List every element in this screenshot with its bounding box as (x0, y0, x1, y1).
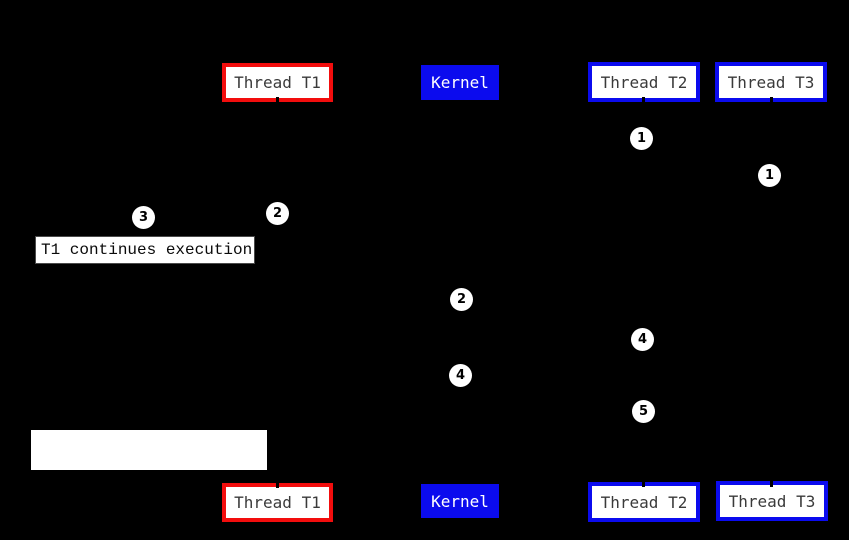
lifeline-stub-t3-top (770, 97, 773, 103)
thread-t3-box-top: Thread T3 (715, 62, 827, 102)
note-t1-continues-execution: T1 continues execution (35, 236, 255, 264)
thread-t3-label-bottom: Thread T3 (728, 491, 816, 511)
kernel-box-bottom: Kernel (421, 484, 499, 518)
kernel-label-top: Kernel (431, 73, 489, 92)
blank-label-box (31, 430, 267, 470)
marker-2-kernel-column: 2 (450, 288, 473, 311)
thread-t2-label-top: Thread T2 (600, 72, 688, 92)
thread-t1-box-bottom: Thread T1 (222, 483, 333, 522)
thread-t1-label-bottom: Thread T1 (234, 493, 321, 512)
kernel-label-bottom: Kernel (431, 491, 489, 511)
thread-t2-label-bottom: Thread T2 (600, 492, 688, 512)
marker-4-kernel-column: 4 (449, 364, 472, 387)
thread-t3-label-top: Thread T3 (727, 72, 815, 92)
marker-4-thread-t2-column: 4 (631, 328, 654, 351)
lifeline-stub-t1-top (276, 97, 279, 103)
lifeline-stub-t1-bottom (276, 482, 279, 488)
lifeline-stub-t3-bottom (770, 481, 773, 487)
thread-t1-label-top: Thread T1 (234, 73, 321, 92)
note-text: T1 continues execution (41, 241, 253, 259)
lifeline-stub-t2-top (642, 97, 645, 103)
marker-3-left-column: 3 (132, 206, 155, 229)
thread-t3-box-bottom: Thread T3 (716, 481, 828, 521)
marker-5-thread-t2-column: 5 (632, 400, 655, 423)
thread-t2-box-top: Thread T2 (588, 62, 700, 102)
marker-2-thread-t1-column: 2 (266, 202, 289, 225)
lifeline-stub-t2-bottom (642, 481, 645, 487)
marker-1-thread-t3-column: 1 (758, 164, 781, 187)
kernel-box-top: Kernel (421, 65, 499, 100)
marker-1-thread-t2-column: 1 (630, 127, 653, 150)
thread-t2-box-bottom: Thread T2 (588, 482, 700, 522)
